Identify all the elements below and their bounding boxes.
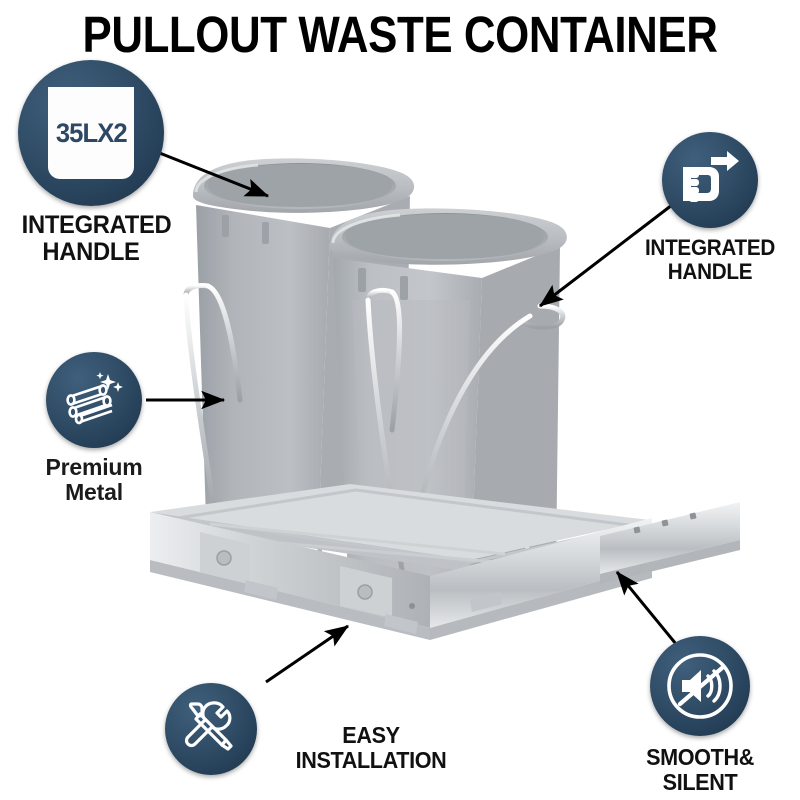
muted-speaker-icon [667, 653, 733, 719]
badge-capacity-caption: INTEGRATED HANDLE [21, 211, 172, 266]
capacity-value: 35LX2 [55, 117, 128, 148]
callout-line-capacity [151, 148, 270, 198]
wrench-screwdriver-icon [184, 701, 233, 751]
badge-capacity-circle: 35LX2 [18, 60, 164, 206]
badge-install-caption: EASY INSTALLATION [295, 722, 447, 773]
badge-easy-installation[interactable]: EASY INSTALLATION [165, 683, 447, 775]
badge-metal-caption: Premium Metal [45, 454, 143, 505]
waste-bin-left [193, 158, 415, 545]
page-title: PULLOUT WASTE CONTAINER [82, 6, 718, 63]
callout-line-silent [615, 571, 678, 645]
badge-install-circle [165, 683, 257, 775]
badge-smooth-silent[interactable]: SMOOTH& SILENT [646, 636, 782, 795]
badge-premium-metal[interactable]: Premium Metal [45, 352, 166, 505]
waste-bin-right [330, 208, 567, 600]
slide-base-frame [150, 484, 740, 640]
badge-silent-caption: SMOOTH& SILENT [646, 744, 754, 795]
badge-integrated-handle[interactable]: INTEGRATED HANDLE [645, 132, 794, 284]
badge-metal-circle [46, 352, 142, 448]
waste-bin-icon: 35LX2 [48, 87, 134, 179]
badge-handle-caption: INTEGRATED HANDLE [644, 235, 776, 284]
badge-handle-circle [662, 132, 758, 228]
hand-grip-arrow-icon [683, 151, 739, 202]
wire-retainer-frames [183, 283, 566, 590]
badge-capacity[interactable]: 35LX2 INTEGRATED HANDLE [18, 60, 172, 266]
metal-tubes-sparkle-icon [66, 372, 123, 425]
callout-lines [146, 148, 678, 684]
badge-silent-circle [650, 636, 750, 736]
callout-line-install [265, 624, 349, 684]
